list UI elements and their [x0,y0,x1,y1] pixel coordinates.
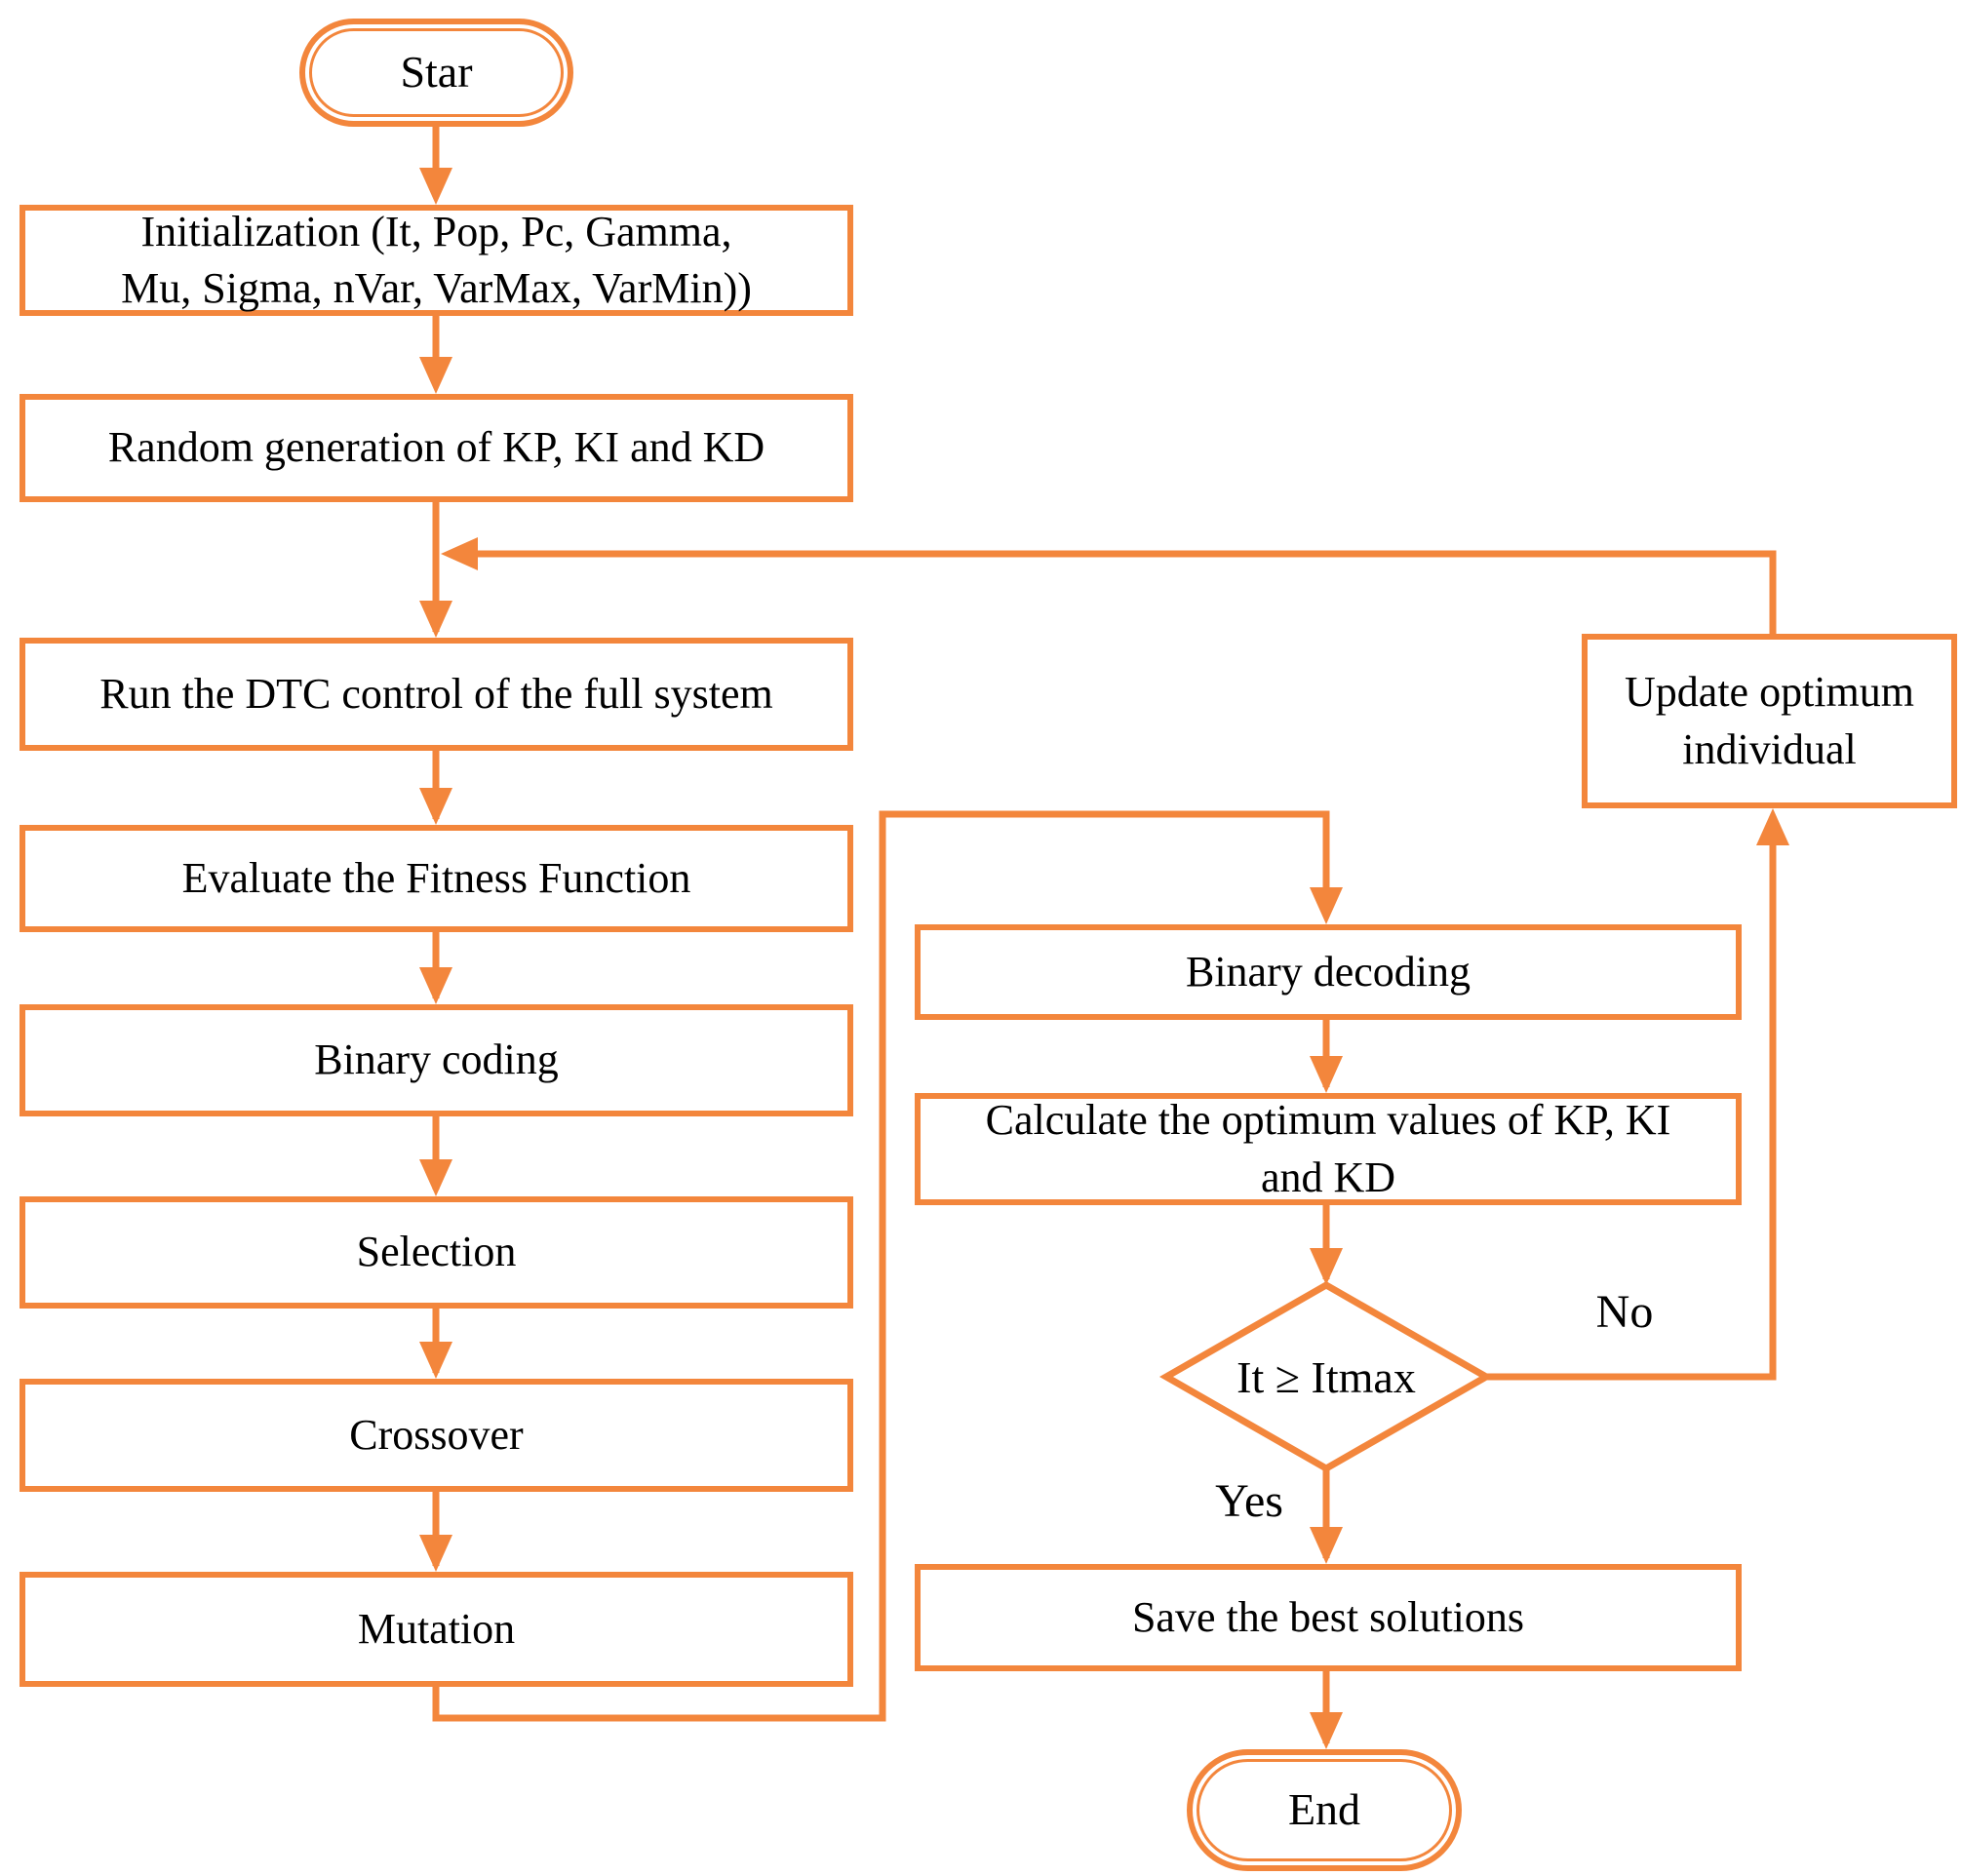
edge-save-end [1310,1671,1343,1749]
arrowhead-down-icon [419,967,452,1004]
end-label: End [1287,1784,1361,1835]
start-label: Star [400,47,473,98]
edge-initialization-random [419,316,452,394]
edge-evaluate-binarycoding [419,932,452,1004]
arrowhead-down-icon [1310,1712,1343,1749]
arrowhead-down-icon [1310,1248,1343,1285]
edge-mutation-binarydecoding [432,810,1343,1722]
flow-node-binary-decoding: Binary decoding [915,924,1742,1020]
flow-node-run-dtc: Run the DTC control of the full system [20,638,853,751]
arrowhead-down-icon [419,1342,452,1379]
arrowhead-down-icon [419,357,452,394]
decision-label: It ≥ Itmax [1236,1351,1416,1402]
arrowhead-down-icon [1310,887,1343,924]
flow-node-end: End [1187,1749,1462,1871]
edge-start-initialization [419,127,452,205]
flow-node-evaluate-fitness: Evaluate the Fitness Function [20,825,853,932]
flow-node-initialization: Initialization (It, Pop, Pc, Gamma, Mu, … [20,205,853,316]
arrowhead-down-icon [419,168,452,205]
edge-selection-crossover [419,1309,452,1379]
edge-update-loopback [441,537,1777,634]
binary-decoding-label: Binary decoding [1185,947,1472,996]
crossover-label: Crossover [349,1410,524,1459]
arrowhead-down-icon [1310,1527,1343,1564]
flow-node-decision: It ≥ Itmax [1166,1285,1486,1468]
selection-label: Selection [356,1228,517,1276]
arrowhead-down-icon [419,1159,452,1196]
flow-node-crossover: Crossover [20,1379,853,1492]
flow-node-mutation: Mutation [20,1572,853,1687]
edge-decision-save-yes [1310,1468,1343,1564]
edge-decision-update-no [1486,808,1789,1381]
initialization-label-line1: Initialization (It, Pop, Pc, Gamma, [140,207,732,255]
decision-diamond-shape [1158,1280,1494,1473]
edge-decision-update-no-line [1486,819,1777,1381]
arrowhead-down-icon [1310,1056,1343,1093]
edge-random-rundtc [419,502,452,638]
flow-node-update-optimum: Update optimum individual [1582,634,1957,808]
update-optimum-label: Update optimum individual [1625,668,1914,773]
edge-label-no: No [1547,1285,1703,1339]
arrowhead-down-icon [419,601,452,638]
arrowhead-up-icon [1756,808,1789,845]
edge-mutation-binarydecoding-line [432,810,1330,1722]
calculate-optimum-label-line2: and KD [1260,1153,1396,1201]
flow-node-start: Star [299,19,573,127]
flow-node-selection: Selection [20,1196,853,1309]
flow-node-save-best: Save the best solutions [915,1564,1742,1671]
arrowhead-left-icon [441,537,478,570]
edge-crossover-mutation [419,1492,452,1572]
edge-calculate-decision [1310,1205,1343,1285]
flow-node-calculate-optimum: Calculate the optimum values of KP, KI a… [915,1093,1742,1205]
edge-update-loopback-line [453,550,1777,634]
arrowhead-down-icon [419,1535,452,1572]
save-best-label: Save the best solutions [1131,1592,1525,1641]
flow-node-binary-coding: Binary coding [20,1004,853,1116]
run-dtc-label: Run the DTC control of the full system [99,669,773,718]
no-label: No [1595,1286,1654,1338]
edge-binarydecoding-calculate [1310,1020,1343,1093]
yes-label: Yes [1215,1475,1283,1527]
flow-node-random-generation: Random generation of KP, KI and KD [20,394,853,502]
edge-binarycoding-selection [419,1116,452,1196]
random-generation-label: Random generation of KP, KI and KD [107,423,765,472]
initialization-label-line2: Mu, Sigma, nVar, VarMax, VarMin)) [121,264,752,312]
mutation-label: Mutation [357,1604,516,1653]
edge-label-yes: Yes [1186,1474,1313,1528]
edge-rundtc-evaluate [419,751,452,825]
calculate-optimum-label-line1: Calculate the optimum values of KP, KI [985,1096,1671,1145]
evaluate-fitness-label: Evaluate the Fitness Function [181,853,691,902]
binary-coding-label: Binary coding [314,1036,559,1084]
arrowhead-down-icon [419,788,452,825]
